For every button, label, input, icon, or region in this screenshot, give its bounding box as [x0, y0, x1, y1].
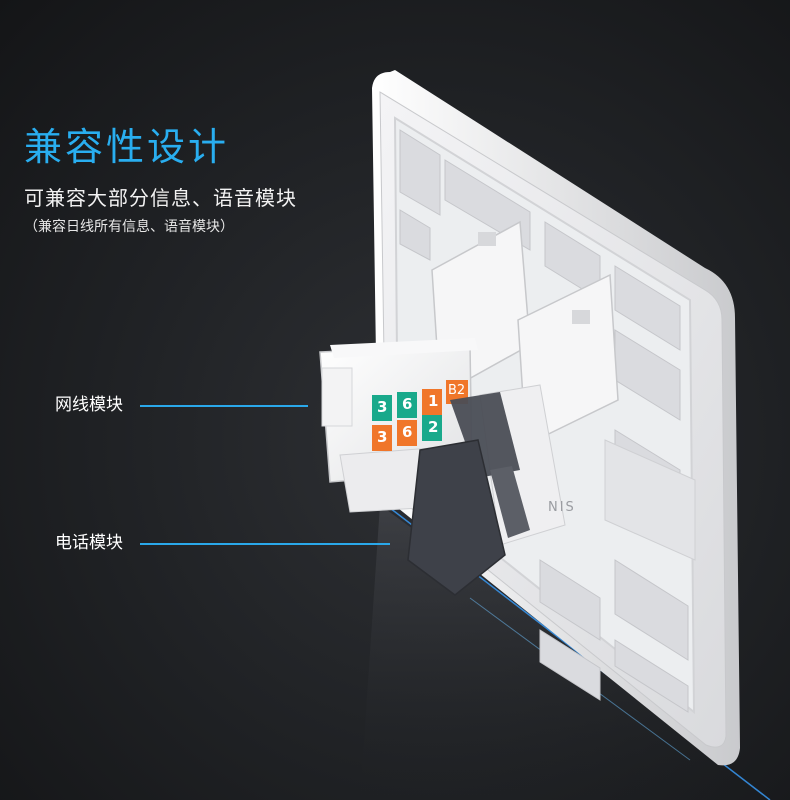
pin-label: 3: [377, 398, 388, 416]
phone-module-callout-line: [140, 543, 390, 545]
pin-label: 1: [428, 392, 439, 410]
page-subtitle: 可兼容大部分信息、语音模块: [24, 186, 297, 210]
wall-plate: [372, 70, 740, 766]
phone-module-callout-label: 电话模块: [55, 533, 123, 553]
module-label-b2: B2: [448, 383, 466, 398]
pin-label: 6: [402, 395, 413, 413]
pin-label: 2: [428, 418, 439, 436]
page-title: 兼容性设计: [24, 125, 230, 169]
compatibility-note: （兼容日线所有信息、语音模块）: [24, 219, 234, 235]
pin-label: 3: [377, 428, 388, 446]
pin-label: 6: [402, 423, 413, 441]
latch-text: NIS: [548, 500, 576, 515]
network-module-callout-label: 网线模块: [55, 395, 123, 415]
phone-module: [407, 384, 566, 596]
network-module-callout-line: [140, 405, 308, 407]
